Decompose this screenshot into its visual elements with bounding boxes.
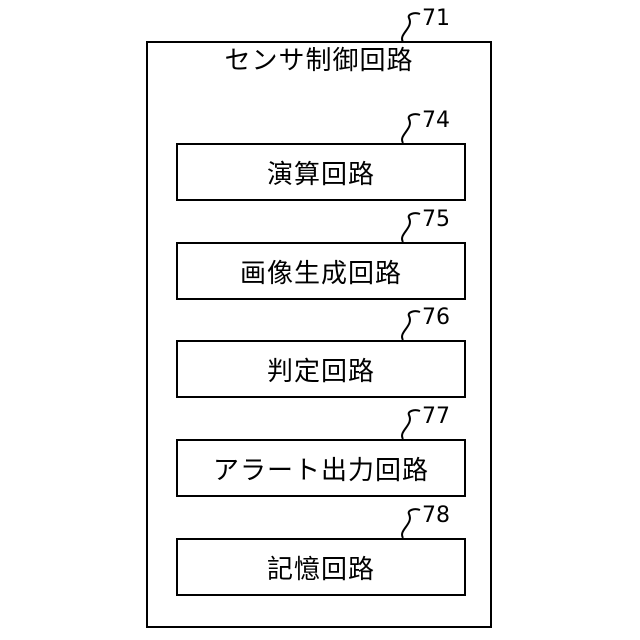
- block-label: アラート出力回路: [213, 450, 429, 487]
- block-image-generation-circuit: 画像生成回路: [176, 242, 466, 300]
- block-label: 画像生成回路: [240, 253, 402, 290]
- ref-74: 74: [422, 110, 450, 132]
- ref-77: 77: [422, 406, 450, 428]
- block-label: 記憶回路: [267, 549, 375, 586]
- leader-71: [402, 13, 420, 42]
- block-judgment-circuit: 判定回路: [176, 340, 466, 398]
- block-memory-circuit: 記憶回路: [176, 538, 466, 596]
- block-calculation-circuit: 演算回路: [176, 143, 466, 201]
- block-label: 演算回路: [267, 154, 375, 191]
- block-label: 判定回路: [267, 351, 375, 388]
- ref-71: 71: [422, 8, 450, 30]
- ref-75: 75: [422, 209, 450, 231]
- sensor-control-circuit-title: センサ制御回路: [146, 45, 492, 77]
- ref-76: 76: [422, 307, 450, 329]
- block-alert-output-circuit: アラート出力回路: [176, 439, 466, 497]
- ref-78: 78: [422, 505, 450, 527]
